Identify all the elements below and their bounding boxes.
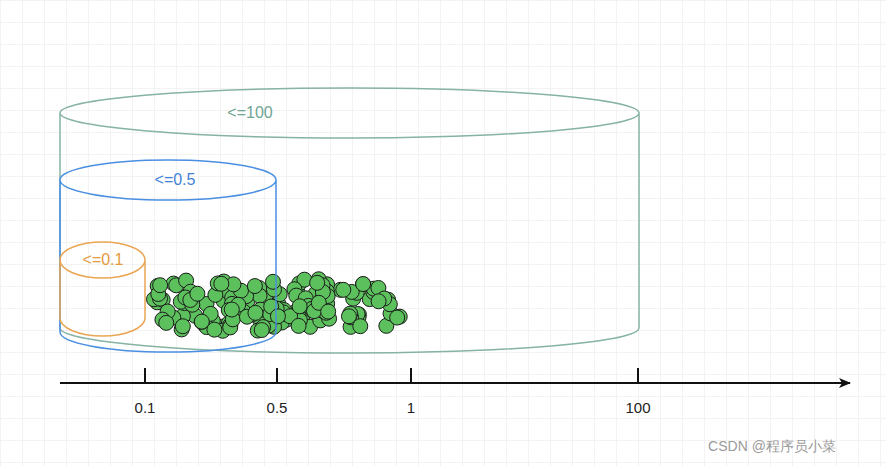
bucket-label: <=0.5 [155,171,196,189]
axis-tick-label: 0.1 [135,400,156,417]
observation-dot [194,314,209,329]
observation-dot [214,276,229,291]
observation-dot [355,277,370,292]
axis-tick [410,368,412,383]
observation-dot [292,299,307,314]
cylinder-outline [60,88,639,353]
observation-dot [310,275,325,290]
observation-dot [291,318,306,333]
axis [60,368,850,383]
bucket-cylinder: <=0.5 <=0.1 [60,160,276,352]
observation-dot [254,323,269,338]
observation-dot [153,278,168,293]
observation-dot [356,277,371,292]
axis-tick-label: 0.5 [267,400,288,417]
observation-dot [265,274,280,289]
axis-line [60,382,850,384]
observation-dot [321,304,336,319]
bucket-cylinder: <=0.1 [60,242,145,336]
axis-tick [144,368,146,383]
observation-dot [247,279,262,294]
observation-dot [270,309,285,324]
cylinder-outline [60,160,276,352]
axis-tick-label: 100 [625,400,650,417]
bucket-cylinder: <=100 <=0.5 <=0.1 [60,88,639,353]
observation-dot [224,302,239,317]
cylinder-outline [60,242,145,336]
observation-dot [390,310,405,325]
observation-dot [175,319,190,334]
cylinder-outline [60,88,639,353]
axis-tick [276,368,278,383]
observation-dot [336,282,351,297]
observation-dot [194,314,209,329]
bucket-label: <=100 [227,104,272,122]
observation-dot [371,294,386,309]
bucket-label: <=0.1 [83,251,124,269]
watermark: CSDN @程序员小菜 [708,439,836,454]
observation-dot [341,309,356,324]
axis-tick-label: 1 [407,400,415,417]
observation-dot [159,315,174,330]
observation-dot [248,305,263,320]
observations [146,272,407,338]
observation-dot [190,286,205,301]
axis-tick [637,368,639,383]
